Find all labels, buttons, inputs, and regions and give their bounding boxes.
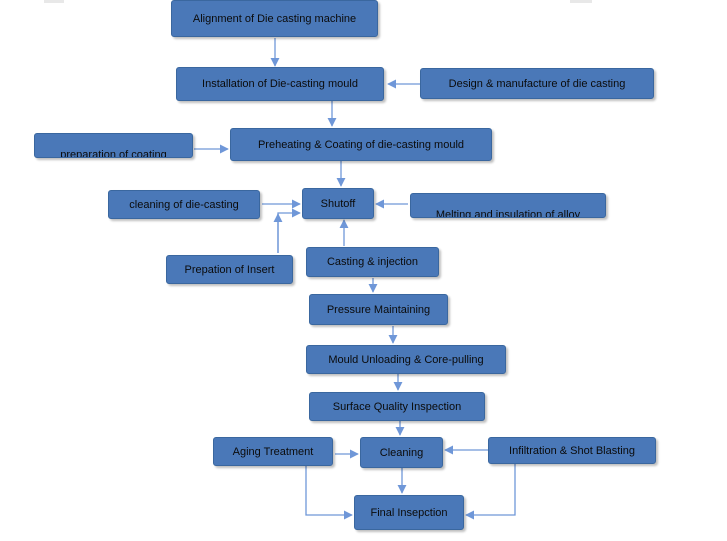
- node-shutoff-label: Shutoff: [320, 197, 356, 210]
- node-prep-insert: Prepation of Insert: [166, 255, 293, 284]
- node-melting-label: Melting and insulation of alloy: [435, 209, 581, 218]
- node-preheating: Preheating & Coating of die-casting moul…: [230, 128, 492, 161]
- node-prep-coating: preparation of coating: [34, 133, 193, 158]
- node-aging: Aging Treatment: [213, 437, 333, 466]
- node-final-label: Final Insepction: [370, 506, 448, 519]
- node-unloading-label: Mould Unloading & Core-pulling: [328, 353, 484, 366]
- node-cleaning-die-label: cleaning of die-casting: [129, 198, 239, 211]
- node-installation: Installation of Die-casting mould: [176, 67, 384, 101]
- node-casting-label: Casting & injection: [326, 256, 419, 268]
- top-edge-remnant-left: [44, 0, 64, 3]
- node-alignment: Alignment of Die casting machine: [171, 0, 378, 37]
- node-prep-coating-label: preparation of coating: [60, 149, 167, 158]
- node-cleaning-die: cleaning of die-casting: [108, 190, 260, 219]
- node-prep-insert-label: Prepation of Insert: [184, 263, 275, 276]
- arrow-prepinsert-to-shutoff: [277, 208, 301, 253]
- node-installation-label: Installation of Die-casting mould: [202, 78, 358, 90]
- arrow-infiltration-to-final: [465, 464, 516, 520]
- node-surface: Surface Quality Inspection: [309, 392, 485, 421]
- node-aging-label: Aging Treatment: [232, 445, 314, 458]
- node-cleaning: Cleaning: [360, 437, 443, 468]
- node-alignment-label: Alignment of Die casting machine: [192, 12, 357, 25]
- node-shutoff: Shutoff: [302, 188, 374, 219]
- node-melting: Melting and insulation of alloy: [410, 193, 606, 218]
- node-final: Final Insepction: [354, 495, 464, 530]
- node-unloading: Mould Unloading & Core-pulling: [306, 345, 506, 374]
- node-design-label: Design & manufacture of die casting: [448, 77, 626, 90]
- node-pressure: Pressure Maintaining: [309, 294, 448, 325]
- node-cleaning-label: Cleaning: [379, 446, 424, 459]
- node-infiltration: Infiltration & Shot Blasting: [488, 437, 656, 464]
- node-preheating-label: Preheating & Coating of die-casting moul…: [257, 138, 465, 151]
- node-casting: Casting & injection: [306, 247, 439, 277]
- node-pressure-label: Pressure Maintaining: [326, 303, 431, 316]
- arrow-aging-to-final: [305, 466, 353, 520]
- node-surface-label: Surface Quality Inspection: [332, 400, 462, 413]
- node-infiltration-label: Infiltration & Shot Blasting: [509, 444, 635, 457]
- top-edge-remnant-right: [570, 0, 592, 3]
- node-design: Design & manufacture of die casting: [420, 68, 654, 99]
